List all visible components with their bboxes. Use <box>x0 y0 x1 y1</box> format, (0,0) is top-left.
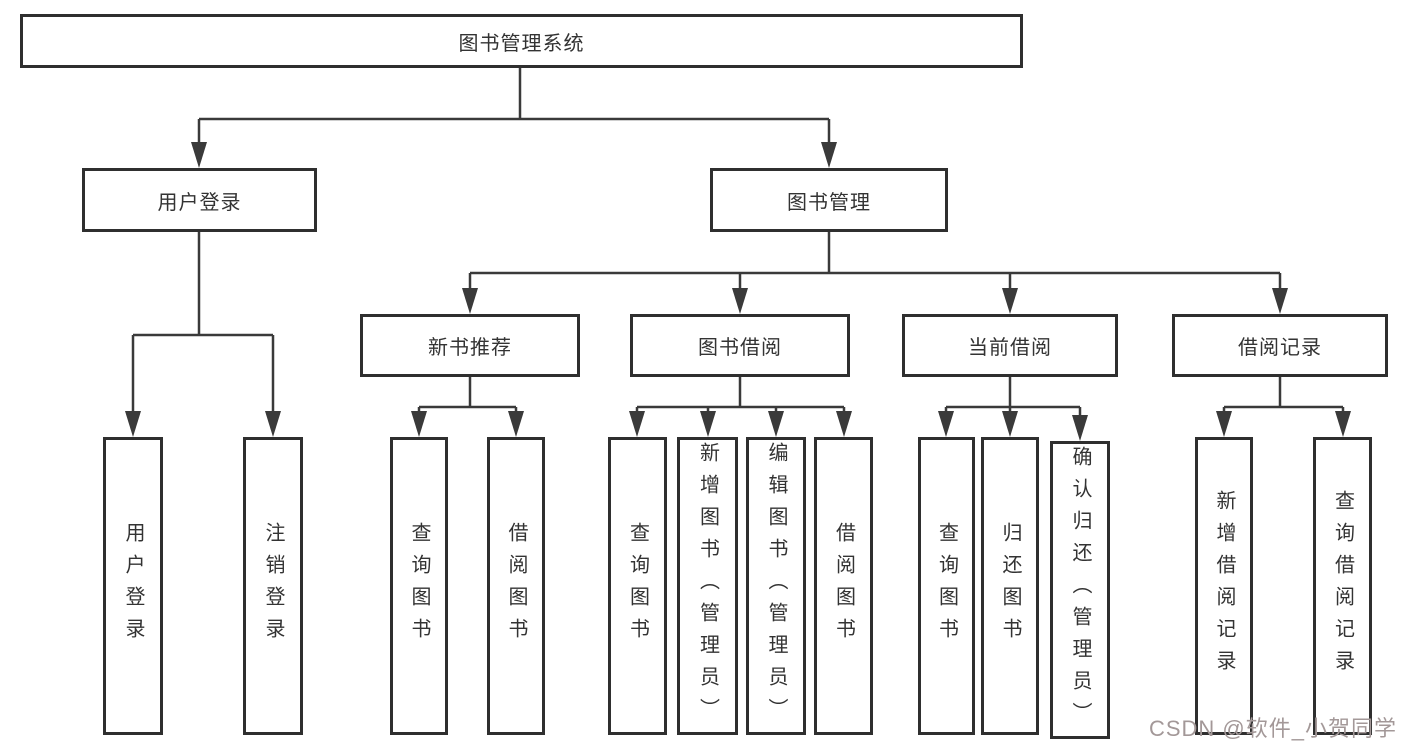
node-borrow-records: 借阅记录 <box>1172 314 1388 377</box>
node-book-management: 图书管理 <box>710 168 948 232</box>
leaf-recommend-borrow-books-label: 借阅图书 <box>505 522 527 650</box>
leaf-recommend-query-books: 查询图书 <box>390 437 448 735</box>
leaf-borrowing-borrow-books: 借阅图书 <box>814 437 873 735</box>
node-book-borrowing-label: 图书借阅 <box>698 337 782 359</box>
leaf-current-query-books-label: 查询图书 <box>935 522 958 650</box>
node-user-login: 用户登录 <box>82 168 317 232</box>
leaf-borrowing-add-books-admin: 新增图书（管理员） <box>677 437 738 735</box>
leaf-records-query-record: 查询借阅记录 <box>1313 437 1372 735</box>
node-root-system: 图书管理系统 <box>20 14 1023 68</box>
leaf-current-confirm-return-admin: 确认归还（管理员） <box>1050 441 1110 739</box>
leaf-user-login-label: 用户登录 <box>122 522 144 650</box>
leaf-current-confirm-return-admin-label: 确认归还（管理员） <box>1069 446 1091 734</box>
leaf-borrowing-borrow-books-label: 借阅图书 <box>832 522 855 650</box>
leaf-current-return-books-label: 归还图书 <box>999 522 1021 650</box>
leaf-logout-label: 注销登录 <box>262 522 284 650</box>
leaf-records-add-record: 新增借阅记录 <box>1195 437 1253 735</box>
node-borrow-records-label: 借阅记录 <box>1238 337 1322 359</box>
leaf-borrowing-add-books-admin-label: 新增图书（管理员） <box>696 442 719 730</box>
leaf-recommend-query-books-label: 查询图书 <box>408 522 430 650</box>
leaf-recommend-borrow-books: 借阅图书 <box>487 437 545 735</box>
node-current-borrowing: 当前借阅 <box>902 314 1118 377</box>
leaf-records-query-record-label: 查询借阅记录 <box>1331 490 1354 682</box>
node-new-book-recommend: 新书推荐 <box>360 314 580 377</box>
leaf-current-query-books: 查询图书 <box>918 437 975 735</box>
leaf-user-login: 用户登录 <box>103 437 163 735</box>
leaf-borrowing-edit-books-admin-label: 编辑图书（管理员） <box>765 442 787 730</box>
leaf-borrowing-query-books: 查询图书 <box>608 437 667 735</box>
leaf-logout: 注销登录 <box>243 437 303 735</box>
leaf-current-return-books: 归还图书 <box>981 437 1039 735</box>
leaf-borrowing-edit-books-admin: 编辑图书（管理员） <box>746 437 806 735</box>
node-user-login-label: 用户登录 <box>157 191 242 214</box>
node-book-borrowing: 图书借阅 <box>630 314 850 377</box>
leaf-borrowing-query-books-label: 查询图书 <box>626 522 649 650</box>
node-book-management-label: 图书管理 <box>787 191 871 214</box>
leaf-records-add-record-label: 新增借阅记录 <box>1213 490 1235 682</box>
node-new-book-recommend-label: 新书推荐 <box>428 337 512 359</box>
node-root-label: 图书管理系统 <box>458 32 585 55</box>
node-current-borrowing-label: 当前借阅 <box>968 337 1052 359</box>
